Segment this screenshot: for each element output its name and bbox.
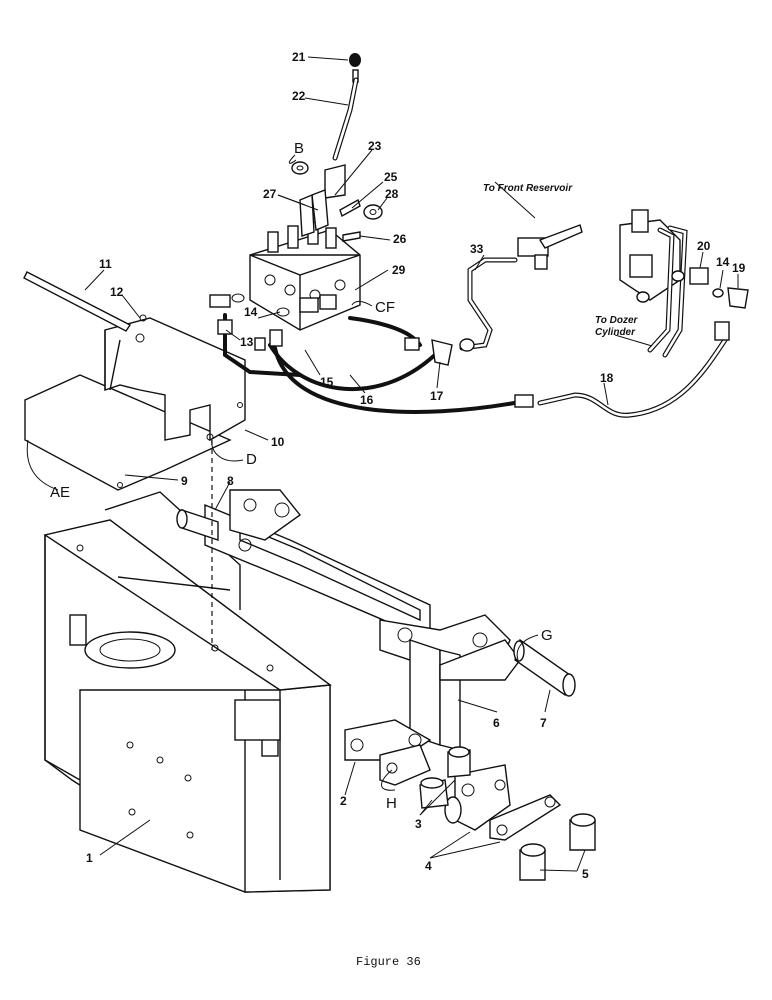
callout-G: G	[541, 627, 553, 644]
callout-AE: AE	[50, 484, 70, 501]
label-part-23: 23	[368, 139, 382, 153]
label-part-29: 29	[392, 263, 406, 277]
note-dozer-line2: Cylinder	[595, 327, 636, 338]
figure-caption: Figure 36	[356, 955, 421, 969]
label-part-3: 3	[415, 817, 422, 831]
valve-shield	[23, 271, 246, 491]
callout-H: H	[386, 795, 397, 812]
label-part-33: 33	[470, 242, 484, 256]
note-dozer-line1: To Dozer	[595, 315, 639, 326]
label-part-14-valve: 14	[244, 305, 258, 319]
label-part-2: 2	[340, 794, 347, 808]
label-part-13: 13	[240, 335, 254, 349]
steel-tubes	[459, 224, 730, 418]
label-part-26: 26	[393, 232, 407, 246]
label-part-8: 8	[227, 474, 234, 488]
pins	[176, 509, 596, 881]
label-part-16: 16	[360, 393, 374, 407]
leader-lines	[26, 56, 739, 872]
label-part-21: 21	[292, 50, 306, 64]
label-part-14-right: 14	[716, 255, 730, 269]
label-part-25: 25	[384, 170, 398, 184]
label-part-20: 20	[697, 239, 711, 253]
label-part-9: 9	[181, 474, 188, 488]
label-part-27: 27	[263, 187, 277, 201]
lift-arm-assembly	[204, 489, 521, 751]
label-part-7: 7	[540, 716, 547, 730]
callout-CF: CF	[375, 299, 395, 316]
label-part-4: 4	[425, 859, 432, 873]
callout-letters: B CF D AE G H	[50, 140, 553, 812]
label-part-11: 11	[99, 257, 112, 271]
part-number-labels: 21 22 23 25 27 28 26 29 33 11 12 14 13 1…	[86, 50, 746, 881]
label-part-1: 1	[86, 851, 93, 865]
label-part-12: 12	[110, 285, 124, 299]
destination-notes: To Front Reservoir To Dozer Cylinder	[483, 183, 639, 338]
main-frame	[43, 491, 332, 893]
hydraulic-hoses	[209, 293, 534, 414]
label-part-18: 18	[600, 371, 614, 385]
label-part-28: 28	[385, 187, 399, 201]
label-part-22: 22	[292, 89, 306, 103]
label-part-17: 17	[430, 389, 444, 403]
label-part-19: 19	[732, 261, 746, 275]
control-lever	[291, 53, 383, 242]
link-plates	[344, 719, 562, 841]
label-part-15: 15	[320, 375, 334, 389]
label-part-6: 6	[493, 716, 500, 730]
callout-B: B	[294, 140, 304, 157]
dozer-valve	[619, 209, 749, 358]
label-part-5: 5	[582, 867, 589, 881]
note-front-reservoir: To Front Reservoir	[483, 183, 573, 194]
label-part-10: 10	[271, 435, 285, 449]
callout-D: D	[246, 451, 257, 468]
